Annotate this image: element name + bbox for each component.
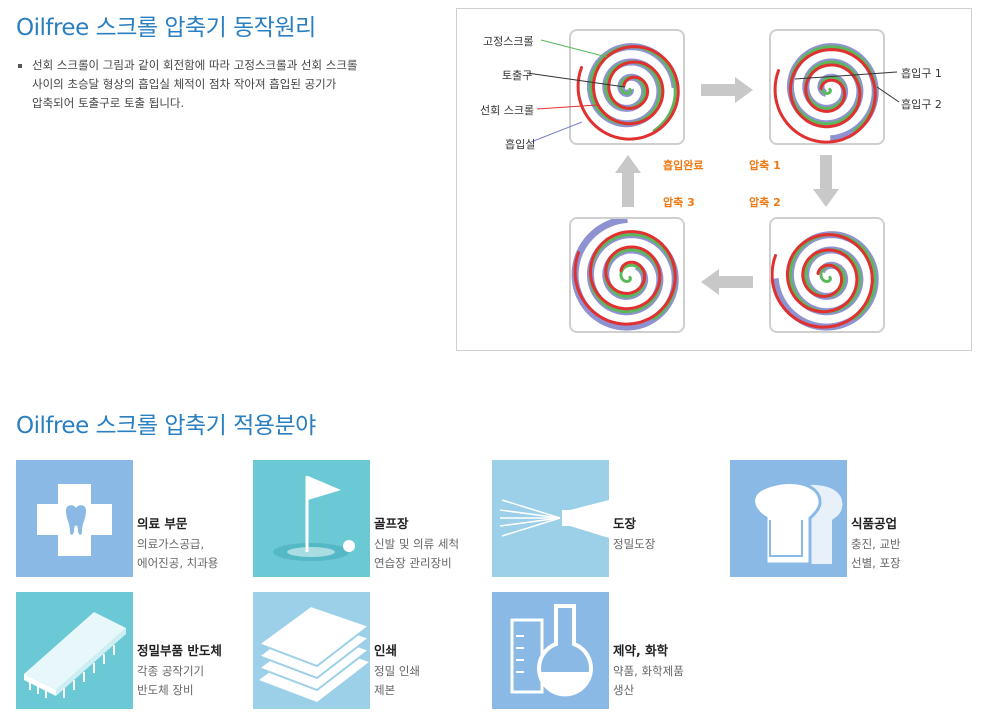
golf-tile — [253, 460, 370, 577]
golf-flag-icon — [253, 460, 370, 577]
spray-tile — [492, 460, 609, 577]
chip-icon — [16, 592, 133, 709]
app-title: 정밀부품 반도체 — [137, 643, 222, 658]
inlet2-label: 흡입구 2 — [901, 98, 942, 111]
leader-lines — [526, 39, 900, 143]
scroll-spiral-icon — [773, 43, 879, 144]
food-tile — [730, 460, 847, 577]
flask-icon — [492, 592, 609, 709]
app-title: 도장 — [613, 516, 637, 531]
principle-title: Oilfree 스크롤 압축기 동작원리 — [16, 15, 316, 41]
bread-icon — [730, 460, 847, 577]
bullet-icon — [18, 64, 22, 68]
semiconductor-tile — [16, 592, 133, 709]
principle-description: 선회 스크롤이 그림과 같이 회전함에 따라 고정스크롤과 선회 스크롤 사이의… — [18, 56, 403, 113]
orbiting-scroll-shape — [573, 230, 677, 326]
arrow-down-icon — [813, 155, 839, 207]
discharge-label: 토출구 — [502, 69, 533, 82]
arrow-left-icon — [701, 269, 753, 295]
orbiting-scroll-label: 선회 스크롤 — [480, 104, 535, 117]
medical-tile — [16, 460, 133, 577]
scroll-spiral-icon — [771, 231, 879, 331]
scroll-stage-box — [769, 29, 885, 145]
spray-icon — [492, 460, 609, 577]
app-title: 제약, 화학 — [613, 643, 669, 658]
pharma-tile — [492, 592, 609, 709]
stage-suction-complete: 흡입완료 — [663, 159, 704, 172]
description-line: 사이의 초승달 형상의 흡입실 체적이 점차 작아져 흡입된 공기가 — [32, 77, 337, 91]
printing-tile — [253, 592, 370, 709]
scroll-spiral-icon — [571, 219, 679, 331]
fixed-scroll-shape — [789, 233, 877, 321]
scroll-stage-box — [569, 217, 685, 333]
app-title: 식품공업 — [851, 516, 898, 531]
description-line: 압축되어 토출구로 토출 됩니다. — [32, 96, 185, 110]
paper-stack-icon — [253, 592, 370, 709]
orbiting-scroll-shape — [771, 233, 874, 329]
app-title: 인쇄 — [374, 643, 398, 658]
medical-icon — [16, 460, 133, 577]
scroll-operation-diagram: 고정스크롤 토출구 선회 스크롤 흡입실 흡입구 1 흡입구 2 흡입완료 압축… — [456, 8, 972, 351]
app-title: 의료 부문 — [137, 516, 188, 531]
suction-chamber-label: 흡입실 — [505, 138, 536, 151]
stage-compression-3: 압축 3 — [663, 196, 695, 209]
stage-compression-2: 압축 2 — [749, 196, 781, 209]
app-desc: 의료가스공급,에어진공, 치과용 — [137, 537, 219, 570]
app-desc: 정밀도장 — [613, 537, 656, 551]
orbiting-scroll-shape — [576, 45, 680, 141]
description-line: 선회 스크롤이 그림과 같이 회전함에 따라 고정스크롤과 선회 스크롤 — [32, 58, 358, 72]
scroll-stage-box — [569, 29, 685, 145]
orbiting-scroll-shape — [773, 48, 877, 144]
arrow-right-icon — [701, 77, 753, 103]
arrow-up-icon — [615, 155, 641, 207]
app-title: 골프장 — [374, 516, 409, 531]
fixed-scroll-label: 고정스크롤 — [483, 35, 534, 48]
fixed-scroll-shape — [589, 233, 677, 321]
scroll-stage-box — [769, 217, 885, 333]
inlet1-label: 흡입구 1 — [901, 67, 942, 80]
stage-compression-1: 압축 1 — [749, 159, 781, 172]
applications-title: Oilfree 스크롤 압축기 적용분야 — [16, 413, 316, 439]
